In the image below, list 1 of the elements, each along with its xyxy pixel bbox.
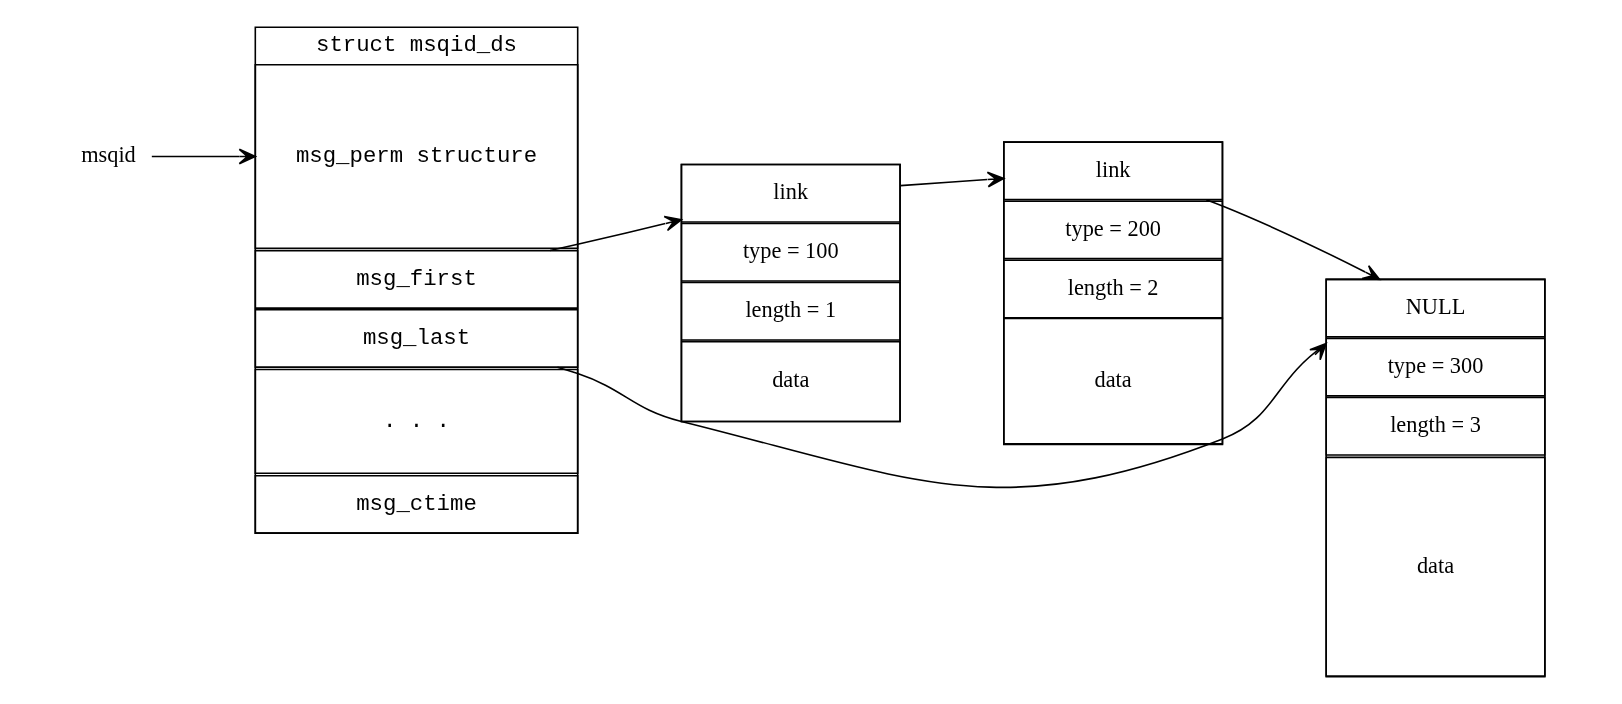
node-text: msqid: [80, 142, 136, 168]
